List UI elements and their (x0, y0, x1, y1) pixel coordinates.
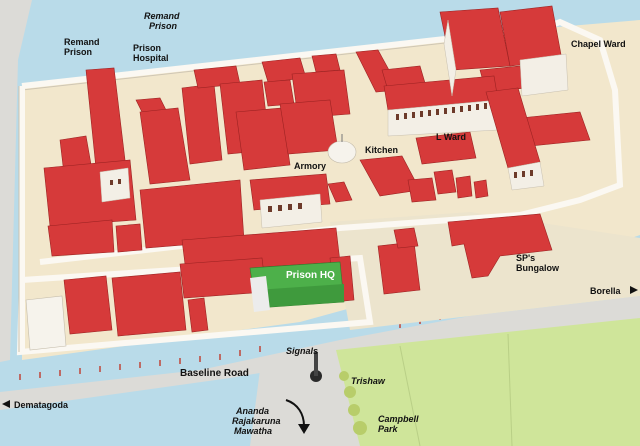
label-l-ward: L Ward (436, 132, 466, 142)
left-road (0, 0, 32, 362)
label-dematagoda: Dematagoda (14, 400, 69, 410)
chapel-ward-building (383, 5, 569, 191)
prison-hq-building (249, 261, 345, 312)
label-prison-hq: Prison HQ (286, 270, 335, 281)
buildings (25, 49, 591, 351)
label-chapel-ward: Chapel Ward (571, 39, 626, 49)
label-campbell-park: Campbell Park (378, 414, 421, 434)
direction-arrow-icon (285, 399, 305, 427)
label-borella: Borella (590, 286, 622, 296)
dematagoda-arrow-icon (2, 400, 10, 408)
campbell-park (336, 318, 640, 446)
park-trees (339, 371, 367, 435)
label-prison-hospital: Prison Hospital (133, 43, 169, 63)
label-ananda-rajakaruna-mawatha: Ananda Rajakaruna Mawatha (232, 406, 283, 436)
label-signals: Signals (286, 346, 318, 356)
label-kitchen: Kitchen (365, 145, 398, 155)
label-armory: Armory (294, 161, 326, 171)
label-baseline-road: Baseline Road (180, 368, 249, 379)
white-block (25, 295, 67, 351)
label-sps-bungalow: SP's Bungalow (516, 253, 560, 273)
label-remand-prison-top: Remand Prison (144, 11, 182, 31)
label-trishaw: Trishaw (351, 376, 386, 386)
hospital-wall (99, 167, 131, 203)
park-paths (399, 333, 513, 446)
borella-arrow-icon (630, 286, 638, 294)
label-remand-prison: Remand Prison (64, 37, 102, 57)
armory-dome (327, 140, 357, 164)
south-road (250, 340, 360, 446)
armory-side-block (259, 193, 323, 229)
